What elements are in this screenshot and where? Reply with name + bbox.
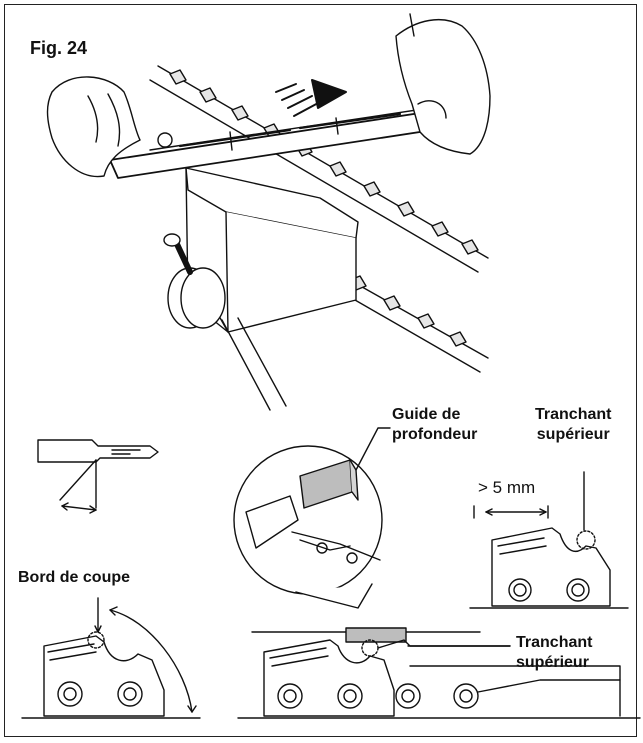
cutter-bottom-left [21,597,201,719]
vise-knob [163,233,287,411]
motion-arrow [275,79,347,117]
depth-gauge-label-line1: Guide de [392,406,461,423]
depth-gauge-label: Guide de profondeur [392,405,477,445]
top-plate-right-label-line1: Tranchant [535,406,612,423]
hand-right [395,13,491,155]
top-plate-right-label: Tranchant supérieur [535,405,611,445]
bar-vise-block [185,167,359,333]
chain-side-view [237,627,641,719]
figure-label: Fig. 24 [30,38,88,58]
depth-gauge-label-line2: profondeur [392,426,478,443]
top-plate-right-label-line2: supérieur [536,426,610,443]
cutter-right [469,505,629,609]
cutter-side-view [37,439,159,514]
top-plate-bottom-label-line2: supérieur [516,654,589,671]
hand-left [46,76,141,178]
dimension-label: > 5 mm [478,478,536,497]
figure-frame [4,4,637,737]
leader-lines [355,427,585,647]
top-plate-bottom-label-line1: Tranchant [516,634,593,651]
top-plate-bottom-label: Tranchant supérieur [516,633,592,673]
cutting-edge-label: Bord de coupe [18,569,131,586]
magnifier [233,445,383,609]
depth-gauge-tool [109,107,447,179]
